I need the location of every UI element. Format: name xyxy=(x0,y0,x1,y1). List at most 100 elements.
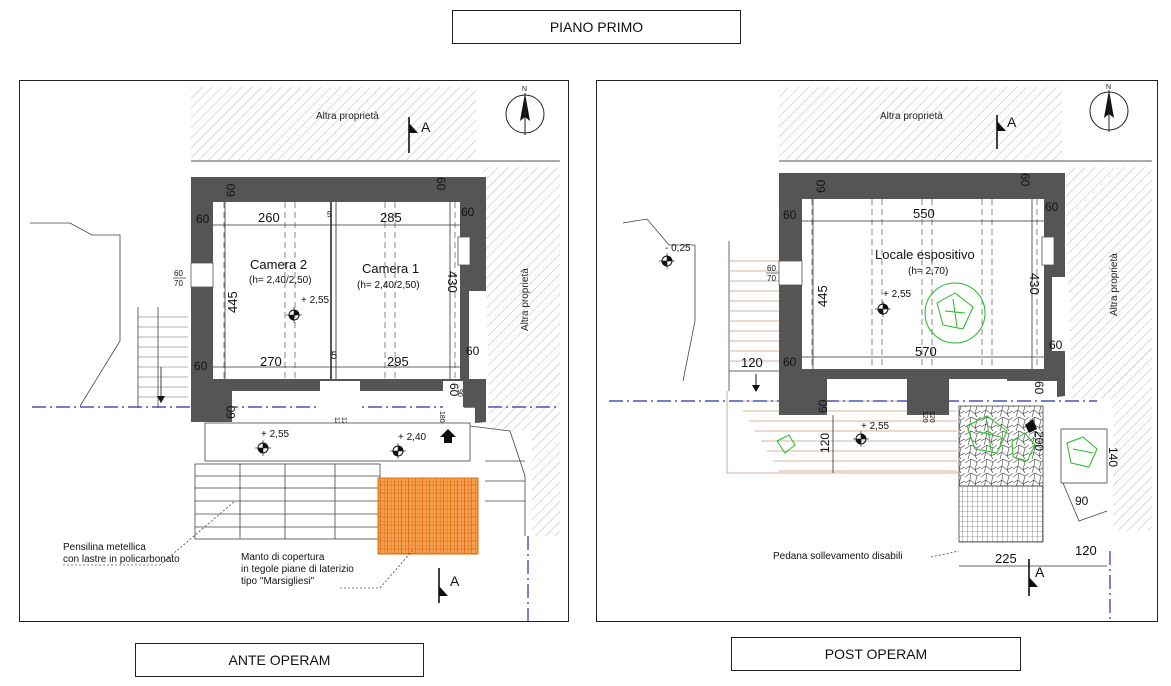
north-label: N xyxy=(522,86,527,93)
entrance-arrow-icon xyxy=(440,429,456,443)
level-marker-icon xyxy=(286,307,302,323)
dim-top-mid: 5 xyxy=(327,210,332,219)
note-canopy-line2: con lastre in policarbonato xyxy=(63,554,180,565)
window-dim-70: 70 xyxy=(174,279,183,288)
external-structure xyxy=(622,218,730,391)
dim-140: 140 xyxy=(1106,447,1120,467)
wall-dim-60-e: 60 xyxy=(783,355,797,369)
dim-height-left: 445 xyxy=(815,285,830,307)
wall-dim-60-a: 60 xyxy=(224,183,238,197)
wall-dim-60-b: 60 xyxy=(196,212,210,226)
section-label-top: A xyxy=(1007,114,1017,130)
neighbor-property-top xyxy=(779,87,1062,161)
roof-tiles xyxy=(377,477,479,555)
door-dim-120b: 120 xyxy=(928,411,935,423)
neighbor-top-label: Altra proprietà xyxy=(880,111,943,122)
window-dim-60: 60 xyxy=(767,264,776,273)
wall-dim-60-c: 60 xyxy=(434,177,448,191)
ceiling-beams xyxy=(223,202,456,379)
section-label-top: A xyxy=(421,119,431,135)
window-dim-70: 70 xyxy=(767,274,776,283)
level-marker-icon xyxy=(853,431,869,447)
level-room: + 2,55 xyxy=(301,295,330,306)
plant-icon xyxy=(776,434,796,454)
level-terrace: + 2,55 xyxy=(261,429,290,440)
neighbor-property-top xyxy=(191,87,476,161)
north-arrow-icon: N xyxy=(505,86,545,135)
drawing-title-text: PIANO PRIMO xyxy=(549,19,644,35)
ceiling-beams xyxy=(811,199,1038,369)
neighbor-property-right xyxy=(483,167,560,536)
neighbor-property-right xyxy=(1065,167,1152,531)
note-lift: Pedana sollevamento disabili xyxy=(773,551,903,562)
level-marker-icon xyxy=(659,253,675,269)
note-roof-line3: tipo "Marsigliesi" xyxy=(241,576,315,587)
wall-dim-60-e: 60 xyxy=(194,359,208,373)
door-dim-120: 120 xyxy=(921,411,928,423)
level-minus: - 0,25 xyxy=(665,243,691,254)
note-roof-line1: Manto di copertura xyxy=(241,552,325,563)
dim-bottom-right: 295 xyxy=(387,354,409,369)
wall-dim-60-g: 60 xyxy=(816,399,830,413)
plant-icon xyxy=(924,282,986,344)
wall-dim-60-g: 60 xyxy=(224,405,238,419)
dim-bottom-left: 270 xyxy=(260,354,282,369)
dim-120-stairs: 120 xyxy=(741,355,763,370)
level-marker-icon xyxy=(875,301,891,317)
dim-200: 200 xyxy=(1032,431,1046,451)
dim-top-right: 285 xyxy=(380,210,402,225)
door-dim-90: 90 xyxy=(456,389,463,397)
plant-icon xyxy=(1066,436,1098,468)
wall-dim-60-c: 60 xyxy=(1018,173,1032,187)
wall-dim-60-b: 60 xyxy=(783,208,797,222)
wall-dim-60-d: 60 xyxy=(1045,200,1059,214)
dim-90: 90 xyxy=(1075,494,1089,508)
section-marker-bottom: A xyxy=(1028,559,1045,596)
ante-operam-panel: Altra proprietà Altra proprietà N xyxy=(19,80,569,622)
room-camera-2-name: Camera 2 xyxy=(250,257,307,272)
room-height: (h= 2,70) xyxy=(908,266,948,277)
neighbor-side-label: Altra proprietà xyxy=(1109,253,1120,316)
terrace xyxy=(204,422,471,462)
level-landing: + 2,40 xyxy=(398,432,427,443)
ante-plan-drawing: Altra proprietà Altra proprietà N xyxy=(30,86,560,621)
building-walls xyxy=(779,173,1065,415)
room-camera-1-height: (h= 2,40/2,50) xyxy=(357,280,420,291)
section-marker-top: A xyxy=(408,117,431,153)
dim-225: 225 xyxy=(995,551,1017,566)
post-plan-drawing: Altra proprietà Altra proprietà N - 0,25… xyxy=(609,84,1152,621)
room-camera-1-name: Camera 1 xyxy=(362,261,419,276)
dim-top-left: 260 xyxy=(258,210,280,225)
section-label-bottom: A xyxy=(1035,564,1045,580)
external-stair xyxy=(30,222,188,408)
dim-bottom-mid: 5 xyxy=(331,350,337,362)
section-marker-bottom: A xyxy=(438,568,460,603)
door-dim-60-side: 60 xyxy=(1032,381,1046,395)
dim-bottom: 570 xyxy=(915,344,937,359)
lift-platform xyxy=(958,485,1044,543)
room-camera-2-height: (h= 2,40/2,50) xyxy=(249,275,312,286)
dim-height-right: 430 xyxy=(445,271,460,293)
wall-dim-60-a: 60 xyxy=(814,179,828,193)
neighbor-top-label: Altra proprietà xyxy=(316,111,379,122)
wall-dim-60-d: 60 xyxy=(461,205,475,219)
side-planter xyxy=(1060,428,1108,484)
room-name: Locale espositivo xyxy=(875,247,975,262)
side-structure xyxy=(469,425,526,536)
neighbor-side-label: Altra proprietà xyxy=(520,268,531,331)
section-marker-top: A xyxy=(996,114,1017,149)
post-operam-label: POST OPERAM xyxy=(731,637,1021,671)
level-room: + 2,55 xyxy=(883,289,912,300)
dim-height-right: 430 xyxy=(1027,273,1042,295)
drawing-title: PIANO PRIMO xyxy=(452,10,741,44)
dim-120-bottom: 120 xyxy=(1075,543,1097,558)
entrance-arrow-icon xyxy=(1025,419,1037,433)
ante-operam-label-text: ANTE OPERAM xyxy=(228,652,331,668)
section-label-bottom: A xyxy=(450,573,460,589)
wall-dim-60-f: 60 xyxy=(1049,338,1063,352)
dim-height-left: 445 xyxy=(225,291,240,313)
door-dim-180: 180 xyxy=(438,411,445,423)
dim-120-terrace: 120 xyxy=(818,433,832,453)
plant-icon xyxy=(966,415,1036,462)
post-operam-label-text: POST OPERAM xyxy=(824,646,928,662)
